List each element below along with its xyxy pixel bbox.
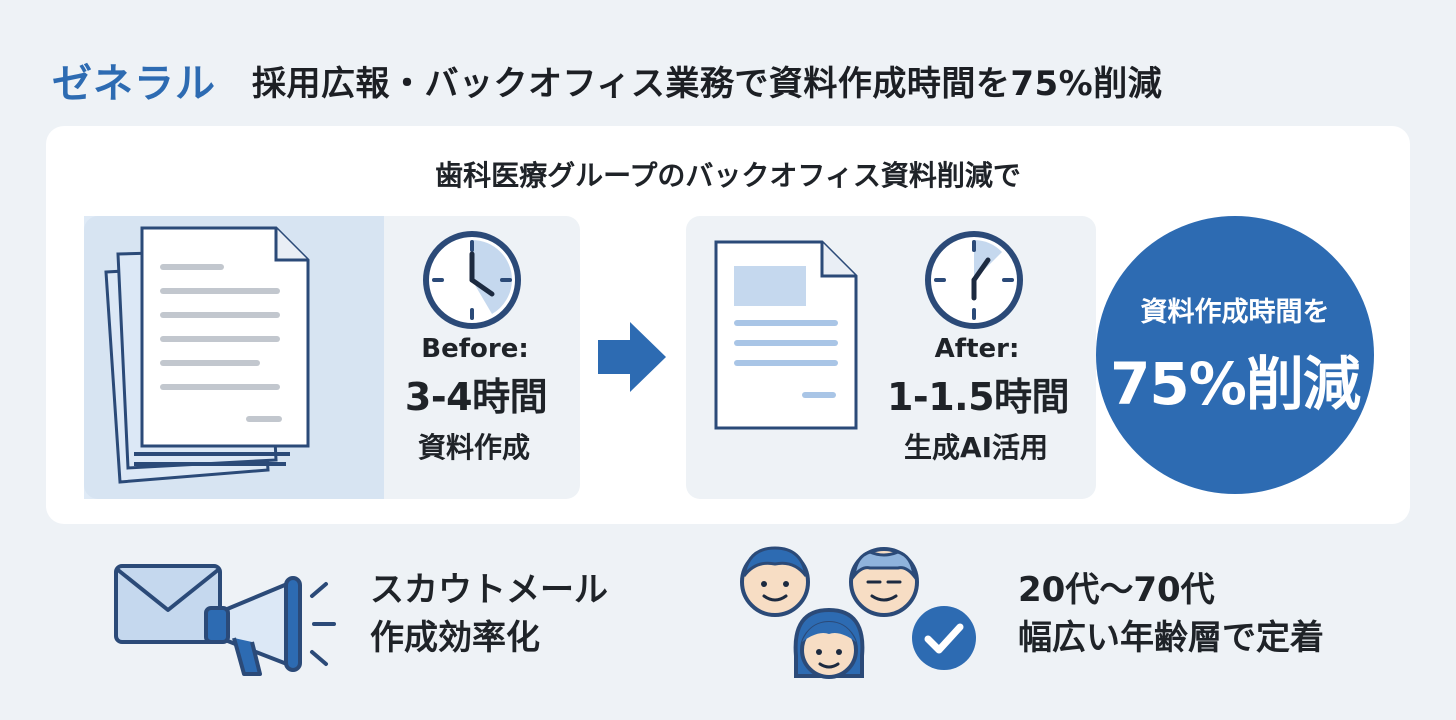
arrow-right-icon [598,322,666,392]
person-young-icon [740,546,810,617]
document-icon [714,240,858,430]
clock-icon [423,231,521,329]
header: ゼネラル 採用広報・バックオフィス業務で資料作成時間を75%削減 [52,52,1162,108]
feature-scout-line2: 作成効率化 [370,618,540,658]
check-icon [912,606,976,670]
before-value: 3-4時間 [404,375,548,419]
badge-line1: 資料作成時間を [1140,296,1330,328]
after-note: 生成AI活用 [903,431,1049,464]
after-panel: After: 1-1.5時間 生成AI活用 [686,216,1096,499]
feature-age-line1: 20代〜70代 [1018,570,1215,610]
before-panel: Before: 3-4時間 資料作成 [84,216,580,499]
person-woman-icon [793,607,865,679]
clock-icon [925,231,1023,329]
before-note: 資料作成 [417,431,530,464]
comparison-card: 歯科医療グループのバックオフィス資料削減で [46,126,1410,524]
feature-age-line2: 幅広い年齢層で定着 [1018,618,1324,658]
megaphone-icon [204,576,336,676]
feature-age-range: 20代〜70代 幅広い年齢層で定着 [1018,566,1324,662]
before-label: Before: [421,334,529,364]
envelope-icon [114,564,222,644]
reduction-badge: 資料作成時間を 75%削減 [1096,216,1374,494]
brand-logo: ゼネラル [52,61,216,107]
card-subtitle: 歯科医療グループのバックオフィス資料削減で [435,159,1021,192]
feature-scout-mail: スカウトメール 作成効率化 [370,566,608,662]
after-value: 1-1.5時間 [886,375,1070,419]
page-title: 採用広報・バックオフィス業務で資料作成時間を75%削減 [252,63,1163,104]
feature-scout-line1: スカウトメール [370,570,608,610]
after-label: After: [934,334,1020,364]
document-stack-icon [104,226,310,484]
person-elder-icon [849,547,919,617]
badge-line2: 75%削減 [1110,349,1361,418]
